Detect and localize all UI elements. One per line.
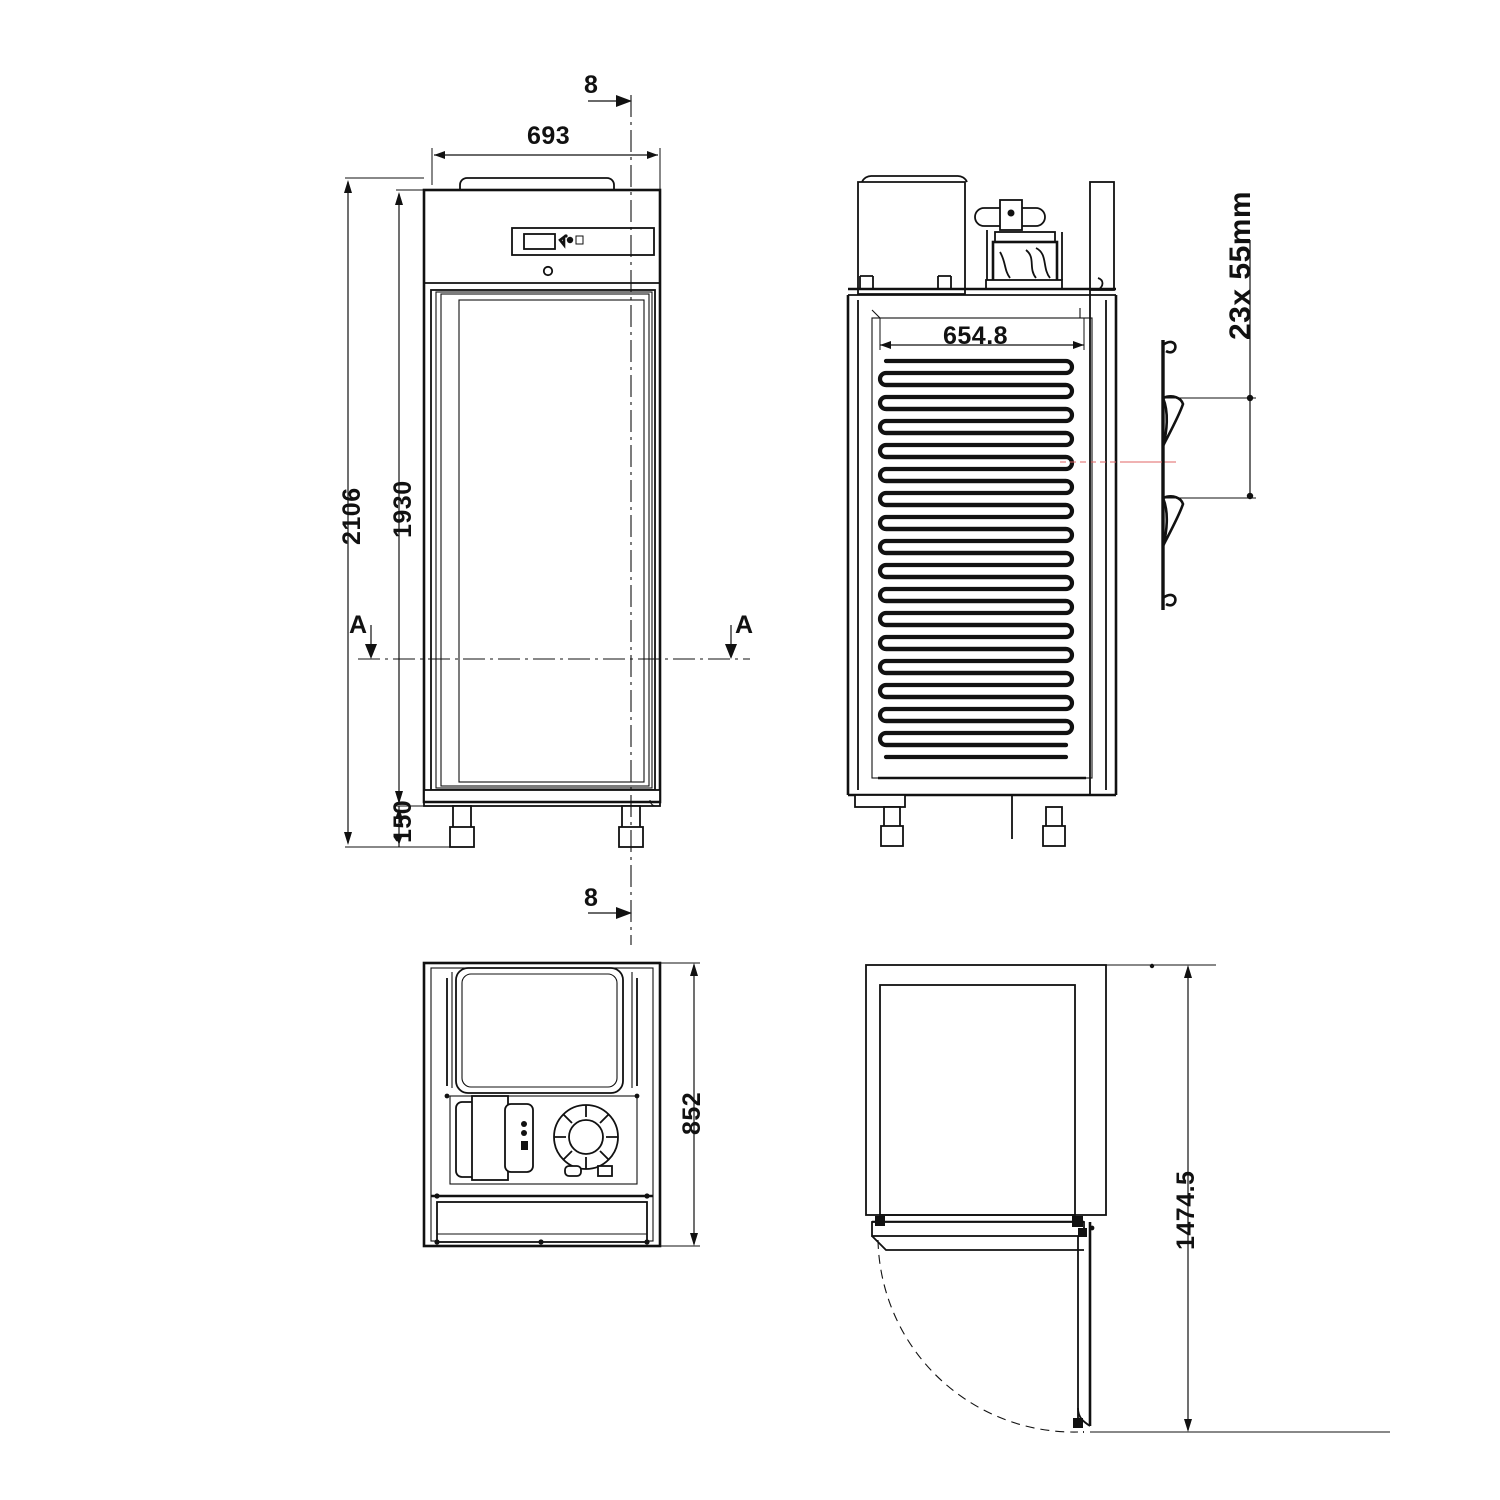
dim-label-height-150: 150 (389, 799, 417, 843)
dim-label-depth-852: 852 (678, 1091, 706, 1135)
top-plan-geometry (422, 961, 700, 1248)
dim-label-swing-1474: 1474.5 (1172, 1170, 1200, 1250)
leg-left (449, 805, 475, 848)
section-leg-left (880, 806, 904, 847)
front-dimensions (344, 95, 737, 919)
compressor-assembly (974, 199, 1063, 290)
section-label-a-left: A (349, 611, 368, 639)
dim-label-height-1930: 1930 (389, 480, 417, 538)
shelf-rails (877, 358, 1075, 760)
front-elevation-geometry (358, 95, 750, 945)
section-leg-right (1042, 806, 1066, 847)
door-swing-geometry (865, 963, 1390, 1433)
dim-label-inner-width-654: 654.8 (943, 322, 1009, 350)
section-view-geometry (846, 175, 1180, 847)
dim-label-height-2106: 2106 (338, 487, 366, 545)
plan-fan (553, 1104, 619, 1177)
section-label-8-top: 8 (584, 71, 599, 99)
section-label-a-right: A (735, 611, 754, 639)
shelf-rail-detail (1126, 240, 1256, 610)
controller-glyph (558, 234, 584, 249)
dim-label-width-693: 693 (527, 122, 571, 150)
shelf-pitch-label: 23x 55mm (1224, 190, 1257, 340)
plan-compressor (455, 1095, 534, 1181)
section-label-8-bottom: 8 (584, 884, 599, 912)
